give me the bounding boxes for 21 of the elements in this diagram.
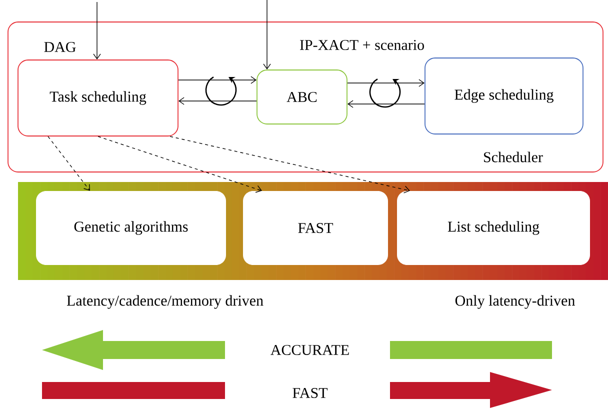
process-box: Task scheduling xyxy=(18,60,178,136)
caption-text: Only latency-driven xyxy=(455,295,575,309)
process-box: Edge scheduling xyxy=(424,58,584,134)
direction-label: ACCURATE xyxy=(270,344,349,356)
arrow xyxy=(178,97,257,105)
arrow xyxy=(347,100,425,108)
algorithm-box: List scheduling xyxy=(397,191,590,265)
arrow xyxy=(48,136,90,191)
arrow xyxy=(98,136,262,193)
arrow xyxy=(263,0,271,70)
input-label: DAG xyxy=(44,42,76,52)
caption-text: Latency/cadence/memory driven xyxy=(66,295,264,309)
algorithm-box: FAST xyxy=(243,191,388,265)
process-box: ABC xyxy=(256,70,348,124)
algorithm-box: Genetic algorithms xyxy=(36,191,226,265)
arrow xyxy=(170,136,410,194)
input-label: IP-XACT + scenario xyxy=(300,40,424,50)
arrow xyxy=(347,79,425,87)
arrow xyxy=(178,76,257,84)
direction-label: FAST xyxy=(292,388,328,398)
arrow xyxy=(93,2,101,60)
